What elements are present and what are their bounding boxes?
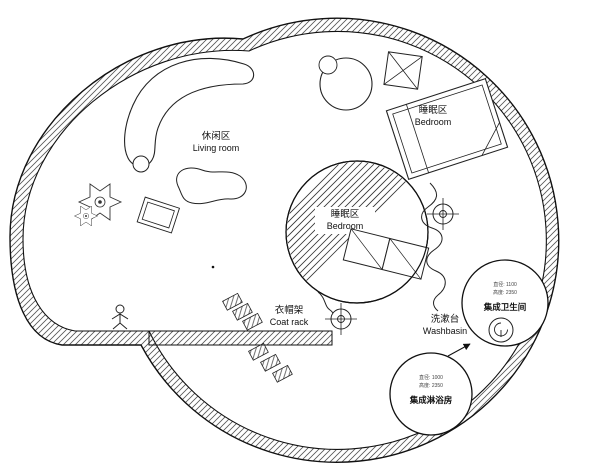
shower-pod-spec2: 高度: 2350	[419, 382, 443, 389]
bathroom-pod: 直径: 1100 高度: 2350 集成卫生间	[461, 259, 549, 347]
center-bedroom	[285, 160, 430, 304]
coat-rack-label-en: Coat rack	[270, 317, 309, 327]
area-labels: 休闲区 Living room 睡眠区 Bedroom 睡眠区 Bedroom …	[193, 104, 467, 336]
washbasin-label-zh: 洗漱台	[431, 313, 460, 325]
round-table	[318, 55, 373, 111]
shower-pod: 直径: 1000 高度: 2350 集成淋浴房	[389, 352, 473, 436]
shower-pod-title: 集成淋浴房	[409, 395, 453, 405]
dot-mark	[211, 265, 215, 269]
direction-arrow-icon	[447, 343, 471, 357]
bedroom-center-label-en: Bedroom	[327, 221, 364, 231]
coffee-table	[176, 167, 247, 205]
bed-upper	[385, 78, 509, 180]
bathroom-pod-spec1: 直径: 1100	[493, 281, 517, 288]
bedroom-upper-label-zh: 睡眠区	[419, 104, 448, 116]
blanket-fold	[481, 122, 500, 156]
label-backplate	[315, 207, 375, 234]
bedroom-upper-label-en: Bedroom	[415, 117, 452, 127]
x-stool	[383, 51, 423, 90]
curtain-squiggle-right	[421, 182, 446, 312]
bedroom-center-label-zh: 睡眠区	[331, 208, 360, 220]
bathroom-pod-title: 集成卫生间	[483, 302, 527, 312]
interior-wall	[148, 330, 333, 346]
crosshair-icon	[325, 303, 357, 335]
curved-sofa	[124, 57, 255, 173]
shower-pod-spec1: 直径: 1000	[419, 374, 443, 381]
coat-rack-label-zh: 衣帽架	[275, 304, 304, 316]
sofa-end-table	[132, 155, 150, 173]
person-icon	[111, 304, 129, 330]
plant-icon	[74, 183, 122, 227]
small-stool	[318, 55, 338, 75]
living-label-zh: 休闲区	[202, 130, 231, 142]
bed-center	[342, 228, 430, 280]
washbasin-label-en: Washbasin	[423, 326, 467, 336]
washbasin-icon	[488, 317, 514, 343]
coat-rack-group-upper	[222, 292, 263, 331]
coat-rack-group-lower	[248, 342, 293, 383]
crosshair-icon	[427, 198, 459, 230]
bathroom-pod-spec2: 高度: 2350	[493, 289, 517, 296]
exterior-wall	[9, 17, 560, 463]
living-label-en: Living room	[193, 143, 240, 153]
side-table	[136, 196, 181, 234]
